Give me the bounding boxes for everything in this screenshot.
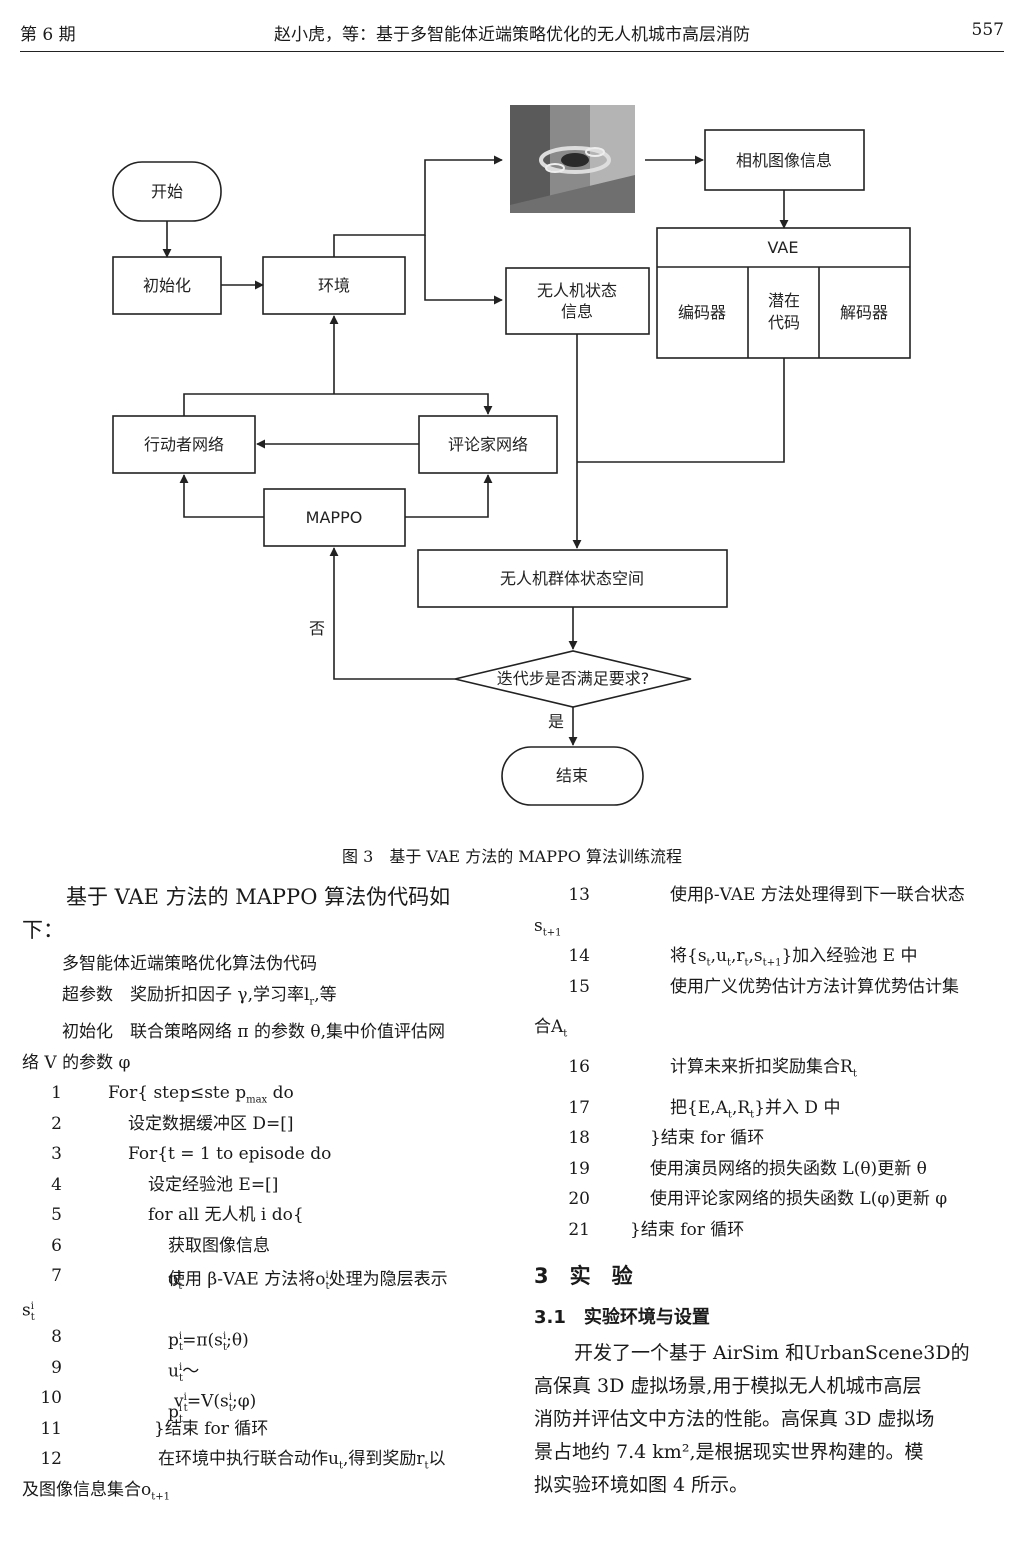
para-line-5: 拟实验环境如图 4 所示。	[534, 1474, 749, 1496]
algo-line-13-cont: st+1	[534, 915, 562, 938]
section-heading: 3 实 验	[534, 1264, 633, 1288]
camera-info-label: 相机图像信息	[736, 151, 832, 170]
no-label: 否	[309, 619, 325, 638]
para-line-4: 景占地约 7.4 km²,是根据现实世界构建的。模	[534, 1441, 924, 1463]
body-paragraph: 开发了一个基于 AirSim 和UrbanScene3D的 高保真 3D 虚拟场…	[534, 1337, 1006, 1502]
left-column: 基于 VAE 方法的 MAPPO 算法伪代码如 下： 多智能体近端策略优化算法伪…	[22, 880, 492, 1505]
algo-line-15-cont: 合At	[534, 1017, 568, 1040]
para-line-1: 开发了一个基于 AirSim 和UrbanScene3D的	[574, 1342, 970, 1364]
actor-label: 行动者网络	[144, 435, 224, 454]
decision-node	[454, 650, 692, 708]
initialization-line-2: 络 V 的参数 φ	[22, 1052, 131, 1073]
critic-node	[418, 415, 558, 474]
figure-caption: 图 3 基于 VAE 方法的 MAPPO 算法训练流程	[342, 847, 682, 866]
algo-line-12-cont: 及图像信息集合ot+1	[22, 1479, 171, 1503]
latent-label-1: 潜在	[768, 291, 800, 310]
swarm-state-node	[417, 549, 728, 608]
page-number: 557	[971, 20, 1004, 40]
algo-line-18: 18}结束 for 循环	[568, 1128, 765, 1148]
algo-line-21: 21}结束 for 循环	[568, 1219, 745, 1240]
intro-line-2: 下：	[22, 918, 64, 942]
uav-state-label-2: 信息	[561, 302, 593, 321]
drone-photo	[510, 105, 635, 213]
header-rule	[20, 51, 1004, 52]
init-label: 初始化	[143, 276, 191, 295]
decoder-label: 解码器	[840, 303, 888, 322]
mappo-node	[263, 488, 406, 547]
subsection-heading: 3.1 实验环境与设置	[534, 1307, 710, 1328]
mappo-label: MAPPO	[306, 508, 363, 527]
initialization-line-1: 初始化 联合策略网络 π 的参数 θ,集中价值评估网	[62, 1022, 446, 1043]
uav-state-label-1: 无人机状态	[537, 281, 617, 300]
algo-line-11: 11}结束 for 循环	[40, 1418, 269, 1439]
swarm-state-label: 无人机群体状态空间	[500, 569, 644, 588]
start-label: 开始	[151, 182, 183, 201]
flowchart-figure: 开始 初始化 环境 相机图像信息 VAE 编码器 潜在 代码 解码器 无人机状态…	[112, 105, 911, 806]
environment-label: 环境	[318, 276, 350, 295]
uav-state-node	[505, 267, 650, 335]
encoder-label: 编码器	[678, 303, 726, 322]
para-line-3: 消防并评估文中方法的性能。高保真 3D 虚拟场	[534, 1408, 935, 1430]
yes-label: 是	[548, 712, 564, 731]
critic-label: 评论家网络	[448, 435, 528, 454]
vae-block	[656, 227, 911, 359]
para-line-2: 高保真 3D 虚拟场景,用于模拟无人机城市高层	[534, 1375, 922, 1397]
latent-label-2: 代码	[768, 313, 800, 332]
environment-node	[262, 256, 406, 315]
end-node	[501, 746, 644, 806]
hyperparameters: 超参数 奖励折扣因子 γ,学习率lr,等	[62, 984, 337, 1007]
init-node	[112, 256, 222, 315]
journal-issue: 第 6 期	[20, 25, 76, 45]
intro-line-1: 基于 VAE 方法的 MAPPO 算法伪代码如	[66, 885, 451, 909]
actor-node	[112, 415, 256, 474]
end-label: 结束	[556, 766, 588, 785]
algo-title: 多智能体近端策略优化算法伪代码	[62, 954, 317, 974]
algo-line-7-cont: sti	[22, 1300, 35, 1323]
decision-label: 迭代步是否满足要求?	[497, 669, 650, 688]
vae-label: VAE	[768, 238, 799, 257]
running-title: 赵小虎，等：基于多智能体近端策略优化的无人机城市高层消防	[274, 25, 750, 45]
